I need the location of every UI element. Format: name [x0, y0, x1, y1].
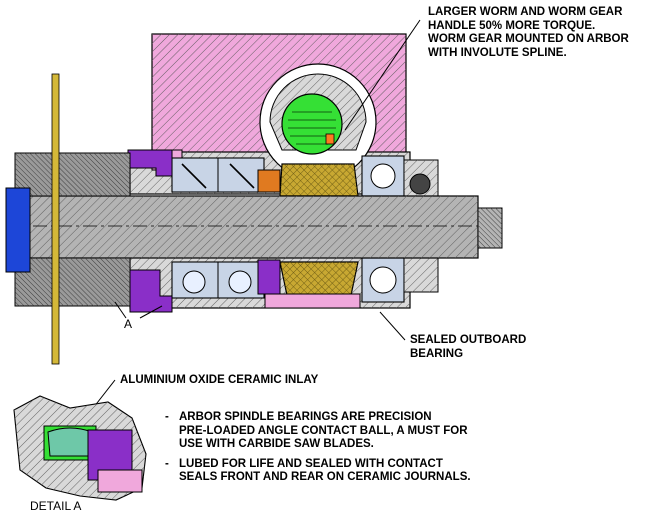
worm-gear — [259, 63, 377, 181]
arbor-shaft — [7, 195, 503, 259]
end-cap — [403, 159, 439, 293]
purple-seals — [127, 149, 281, 313]
worm-gear-callout-line: WORM GEAR MOUNTED ON ARBOR — [428, 33, 629, 45]
outboard-bearing-callout-line: BEARING — [410, 347, 464, 360]
ceramic-inlay-callout: ALUMINIUM OXIDE CERAMIC INLAY — [120, 374, 318, 388]
worm-gear-callout-line: WITH INVOLUTE SPLINE. — [428, 46, 567, 59]
feature-note: - LUBED FOR LIFE AND SEALED WITH CONTACT… — [165, 458, 471, 485]
note-bullet: - — [165, 411, 169, 423]
cover-plate-bottom — [264, 293, 361, 309]
blue-arbor-nut — [5, 187, 31, 273]
section-marker-a: A — [124, 317, 133, 332]
note-line: USE WITH CARBIDE SAW BLADES. — [179, 438, 374, 450]
angular-contact-bearings-top — [171, 157, 265, 193]
ceramic-inlay-text: ALUMINIUM OXIDE CERAMIC INLAY — [120, 374, 319, 386]
worm-gear-callout-line: HANDLE 50% MORE TORQUE. — [428, 19, 596, 32]
worm-top — [279, 163, 359, 197]
note-line: LUBED FOR LIFE AND SEALED WITH CONTACT — [179, 457, 443, 470]
outboard-bearing-callout-line: SEALED OUTBOARD — [410, 334, 527, 346]
outboard-bearing-callout: SEALED OUTBOARD BEARING — [410, 334, 526, 361]
orange-seal-top — [257, 169, 281, 193]
note-line: PRE-LOADED ANGLE CONTACT BALL, A MUST FO… — [179, 424, 468, 437]
feature-notes: - ARBOR SPINDLE BEARINGS ARE PRECISION P… — [165, 411, 471, 491]
note-bullet: - — [165, 457, 169, 470]
angular-contact-bearings-bottom — [171, 261, 265, 299]
saw-blade — [51, 73, 60, 365]
feature-note: - ARBOR SPINDLE BEARINGS ARE PRECISION P… — [165, 411, 471, 452]
detail-a-text: DETAIL A — [30, 499, 82, 513]
worm-gear-hub — [281, 93, 343, 155]
detail-a-inset — [13, 395, 147, 501]
worm-gear-callout: LARGER WORM AND WORM GEAR HANDLE 50% MOR… — [428, 6, 629, 60]
note-line: ARBOR SPINDLE BEARINGS ARE PRECISION — [179, 411, 432, 423]
saw-flange-stack — [14, 152, 131, 307]
worm-gear-callout-line: LARGER WORM AND WORM GEAR — [428, 6, 623, 18]
worm-bottom — [279, 261, 359, 301]
note-line: SEALS FRONT AND REAR ON CERAMIC JOURNALS… — [179, 471, 471, 483]
detail-a-label: DETAIL A — [30, 499, 82, 514]
section-marker-text: A — [124, 317, 133, 331]
